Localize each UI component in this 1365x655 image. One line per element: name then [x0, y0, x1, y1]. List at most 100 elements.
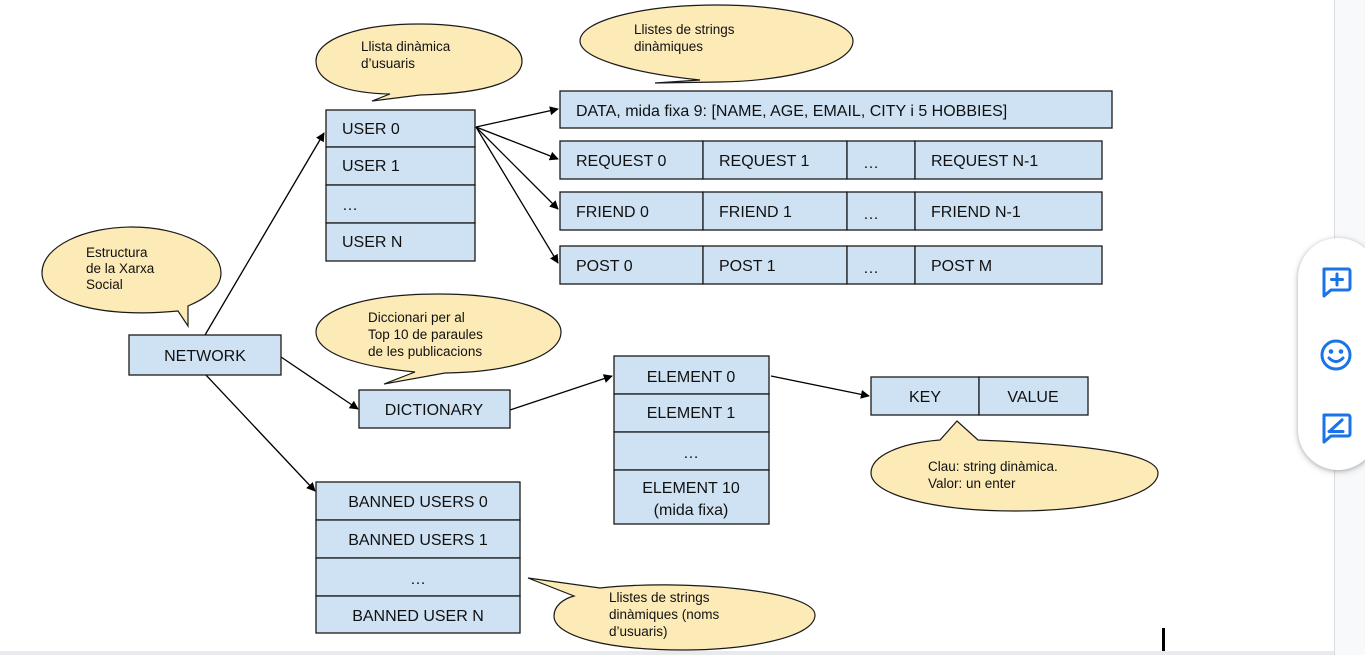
floating-side-toolbar [1298, 238, 1365, 470]
arrow-network-banned [204, 373, 316, 492]
callout-strings-line: Llistes de strings [634, 22, 735, 37]
request-label: REQUEST 0 [576, 153, 667, 170]
element-sublabel: (mida fixa) [654, 502, 729, 519]
post-label: POST M [931, 258, 992, 275]
request-cell [846, 140, 916, 180]
friend-cell [559, 191, 704, 231]
friend-label: FRIEND 1 [719, 204, 792, 221]
callout-dictionary-line: Diccionari per al [368, 310, 465, 325]
callout-keyvalue-line: Clau: string dinàmica. [928, 459, 1058, 474]
element-cell [613, 469, 770, 525]
request-row: REQUEST 0 REQUEST 1 … REQUEST N-1 [559, 140, 1103, 180]
banned-cell [315, 595, 521, 634]
callout-network-line: Social [86, 277, 123, 292]
friend-cell [846, 191, 916, 231]
callout-banned-line: d’usuaris) [609, 624, 668, 639]
banned-cell [315, 557, 521, 597]
suggest-edit-icon [1322, 413, 1352, 444]
banned-label: BANNED USER N [352, 608, 484, 625]
add-comment-icon [1322, 267, 1352, 298]
banned-label: BANNED USERS 0 [348, 494, 488, 511]
arrow-network-users [204, 132, 325, 336]
user-label: USER 0 [342, 121, 400, 138]
friend-label: FRIEND N-1 [931, 204, 1021, 221]
callout-banned-line: Llistes de strings [609, 590, 710, 605]
friend-cell [914, 191, 1103, 231]
post-cell [559, 245, 704, 285]
user-label: USER 1 [342, 158, 400, 175]
element-list: ELEMENT 0 ELEMENT 1 … ELEMENT 10 (mida f… [613, 355, 770, 525]
post-label: POST 1 [719, 258, 776, 275]
dictionary-box: DICTIONARY [358, 389, 511, 429]
network-label: NETWORK [164, 348, 246, 365]
arrow-element-keyvalue [770, 375, 870, 399]
callout-users-line: d’usuaris [361, 56, 415, 71]
friend-label: FRIEND 0 [576, 204, 649, 221]
callout-banned: Llistes de strings dinàmiques (noms d’us… [527, 577, 816, 651]
callout-users: Llista dinàmica d’usuaris [315, 23, 523, 102]
connector-arrows [204, 106, 870, 492]
element-label: ELEMENT 1 [647, 405, 736, 422]
add-comment-button[interactable] [1316, 262, 1356, 302]
friend-label: … [863, 206, 879, 223]
callout-network-line: de la Xarxa [86, 261, 155, 276]
callout-keyvalue-line: Valor: un enter [928, 476, 1016, 491]
element-label: ELEMENT 0 [647, 369, 736, 386]
friend-cell [702, 191, 848, 231]
emoji-reaction-icon [1320, 339, 1352, 371]
user-label: USER N [342, 234, 402, 251]
emoji-reaction-button[interactable] [1316, 335, 1356, 375]
request-label: REQUEST 1 [719, 153, 810, 170]
callout-banned-line: dinàmiques (noms [609, 607, 720, 622]
callout-network: Estructura de la Xarxa Social [41, 226, 222, 328]
text-cursor [1162, 628, 1165, 655]
banned-cell [315, 519, 521, 559]
element-cell [613, 431, 770, 471]
key-cell [870, 376, 980, 416]
element-label: … [683, 445, 699, 462]
element-cell [613, 355, 770, 395]
callout-users-line: Llista dinàmica [361, 39, 451, 54]
post-label: POST 0 [576, 258, 633, 275]
arrow-user-posts [475, 126, 559, 264]
request-cell [559, 140, 704, 180]
request-cell [914, 140, 1103, 180]
request-label: REQUEST N-1 [931, 153, 1038, 170]
callout-dictionary-line: Top 10 de paraules [368, 327, 483, 342]
request-cell [702, 140, 848, 180]
suggest-edit-button[interactable] [1316, 408, 1356, 448]
callout-keyvalue: Clau: string dinàmica. Valor: un enter [870, 420, 1159, 512]
data-label: DATA, mida fixa 9: [NAME, AGE, EMAIL, CI… [576, 103, 1007, 120]
element-label: ELEMENT 10 [642, 480, 740, 497]
value-cell [978, 376, 1089, 416]
arrow-user-friends [475, 126, 559, 210]
network-box: NETWORK [128, 334, 282, 376]
post-label: … [863, 260, 879, 277]
arrow-user-requests [475, 126, 559, 161]
callout-network-line: Estructura [86, 245, 148, 260]
callout-strings-line: dinàmiques [634, 39, 703, 54]
key-label: KEY [909, 389, 941, 406]
element-cell [613, 393, 770, 433]
banned-label: BANNED USERS 1 [348, 532, 488, 549]
friend-row: FRIEND 0 FRIEND 1 … FRIEND N-1 [559, 191, 1103, 231]
post-row: POST 0 POST 1 … POST M [559, 245, 1103, 285]
request-label: … [863, 155, 879, 172]
post-cell [914, 245, 1103, 285]
dictionary-label: DICTIONARY [385, 402, 484, 419]
user-list: USER 0 USER 1 … USER N [325, 109, 476, 262]
banned-list: BANNED USERS 0 BANNED USERS 1 … BANNED U… [315, 481, 521, 634]
arrow-user-data [475, 106, 559, 128]
callout-strings: Llistes de strings dinàmiques [579, 4, 854, 84]
page-bottom-edge [0, 651, 1334, 655]
callout-dictionary-line: de les publicacions [368, 344, 482, 359]
data-row: DATA, mida fixa 9: [NAME, AGE, EMAIL, CI… [559, 90, 1113, 129]
arrow-network-dictionary [280, 356, 359, 410]
user-label: … [342, 197, 358, 214]
banned-label: … [410, 571, 426, 588]
user-cell [325, 222, 476, 262]
data-structure-diagram: NETWORK USER 0 USER 1 … USER N DATA, mid… [41, 4, 1159, 651]
key-value-box: KEY VALUE [870, 376, 1089, 416]
value-label: VALUE [1007, 389, 1058, 406]
arrow-dictionary-elements [509, 374, 613, 411]
